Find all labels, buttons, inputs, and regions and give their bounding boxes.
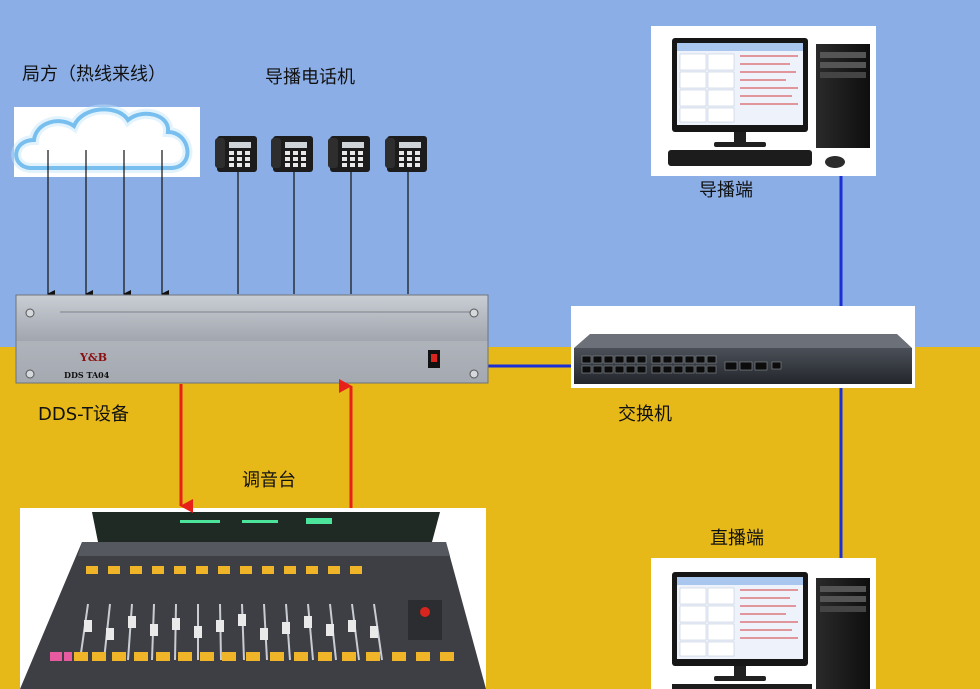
dds-brand-logo: Y&B — [79, 351, 107, 364]
mixer-label: 调音台 — [242, 466, 296, 492]
director-workstation — [651, 26, 876, 176]
telephone-icon — [215, 136, 257, 172]
telephone-icon — [271, 136, 313, 172]
central-office-label: 局方（热线来线） — [22, 60, 166, 86]
dds-model-label: DDS TA04 — [64, 370, 110, 380]
live-station-label: 直播端 — [710, 524, 764, 550]
director-phones-label: 导播电话机 — [265, 63, 355, 89]
audio-mixer — [20, 508, 486, 689]
telephone-icon — [328, 136, 370, 172]
director-station-label: 导播端 — [699, 176, 753, 202]
dds-device: Y&B DDS TA04 — [16, 295, 488, 383]
switch-label: 交换机 — [618, 400, 672, 426]
cloud-icon — [14, 107, 200, 177]
phone-lines — [238, 170, 408, 294]
network-switch — [571, 306, 915, 388]
dds-device-label: DDS-T设备 — [38, 400, 129, 426]
live-workstation — [651, 558, 876, 689]
telephone-icon — [385, 136, 427, 172]
